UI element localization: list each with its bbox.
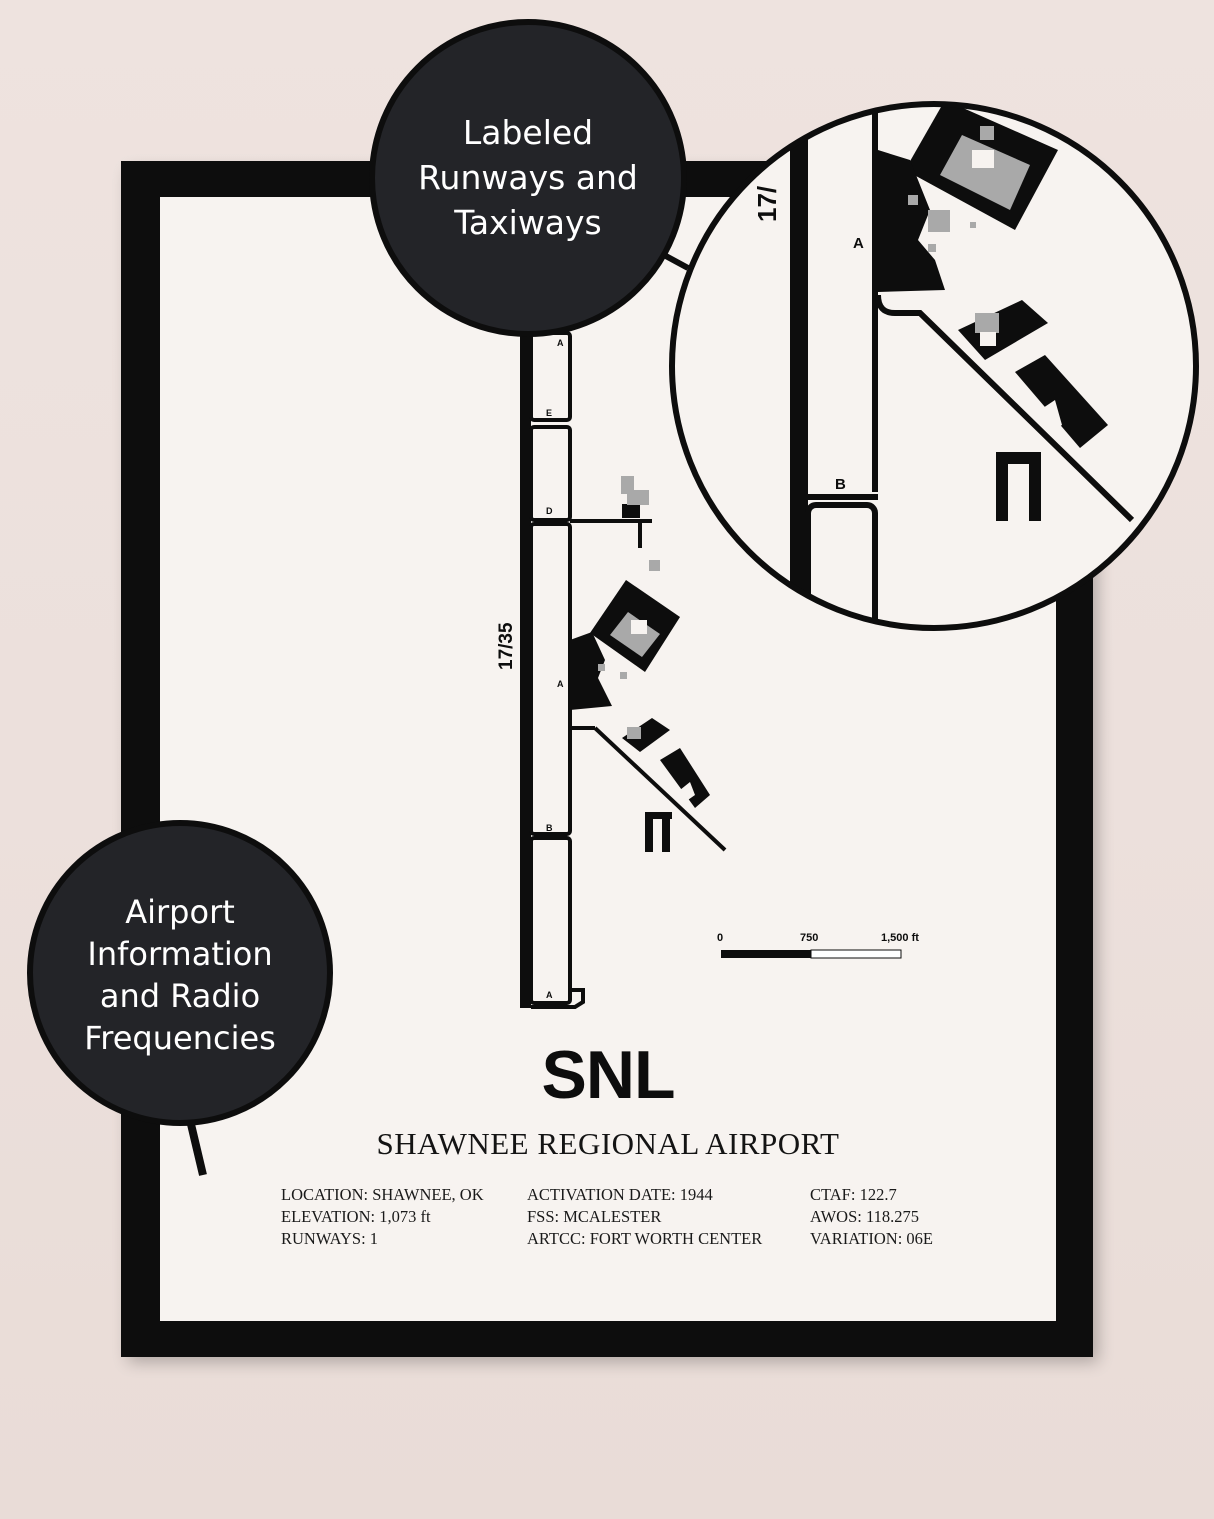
callout-runways-text: Labeled Runways and Taxiways bbox=[378, 90, 678, 265]
taxiway-label-d: D bbox=[546, 506, 553, 516]
zoom-runway-label: 17/ bbox=[752, 186, 782, 222]
zoom-taxiway-label-a: A bbox=[853, 235, 864, 252]
info-artcc: ARTCC: FORT WORTH CENTER bbox=[527, 1229, 763, 1248]
scale-tick-0: 0 bbox=[717, 932, 723, 944]
callout-info-line-3: and Radio bbox=[99, 977, 261, 1015]
callout-info-line-1: Airport bbox=[125, 893, 235, 931]
info-runways: RUNWAYS: 1 bbox=[281, 1229, 379, 1248]
taxiway-label-e: E bbox=[546, 408, 552, 418]
airport-diagram: 17/35 A E D A B A bbox=[496, 330, 727, 1009]
info-elevation: ELEVATION: 1,073 ft bbox=[281, 1207, 431, 1226]
callout-bubble-runways bbox=[369, 19, 687, 337]
info-column-location: LOCATION: SHAWNEE, OK ELEVATION: 1,073 f… bbox=[281, 1184, 484, 1250]
callout-info-line-2: Information bbox=[87, 935, 273, 973]
airport-code: SNL bbox=[541, 1037, 676, 1113]
info-column-history: ACTIVATION DATE: 1944 FSS: MCALESTER ART… bbox=[527, 1184, 762, 1250]
info-activation-date: ACTIVATION DATE: 1944 bbox=[527, 1185, 713, 1204]
zoom-taxiway-label-b: B bbox=[835, 476, 846, 493]
taxiway-label-b: B bbox=[546, 823, 553, 833]
callout-runways-line-1: Labeled bbox=[462, 113, 594, 152]
runway-17-35 bbox=[520, 330, 531, 1008]
callout-runways-line-2: Runways and bbox=[418, 158, 638, 197]
info-column-radio: CTAF: 122.7 AWOS: 118.275 VARIATION: 06E bbox=[810, 1184, 933, 1250]
info-location: LOCATION: SHAWNEE, OK bbox=[281, 1185, 484, 1204]
scale-bar: 0 750 1,500 ft bbox=[717, 932, 919, 959]
info-fss: FSS: MCALESTER bbox=[527, 1207, 662, 1226]
callout-bubble-info bbox=[27, 820, 333, 1126]
callout-info-line-4: Frequencies bbox=[84, 1019, 276, 1057]
taxiway-label-a-south: A bbox=[546, 990, 553, 1000]
airport-name: SHAWNEE REGIONAL AIRPORT bbox=[376, 1126, 840, 1161]
runway-label: 17/35 bbox=[496, 622, 517, 670]
zoom-magnifier: 17/ A B bbox=[669, 101, 1199, 631]
scale-tick-750: 750 bbox=[800, 932, 818, 944]
callout-info-text: Airport Information and Radio Frequencie… bbox=[32, 860, 328, 1090]
taxiway-label-a-north: A bbox=[557, 338, 564, 348]
scale-tick-1500: 1,500 ft bbox=[881, 932, 919, 944]
info-ctaf: CTAF: 122.7 bbox=[810, 1185, 897, 1204]
callout-runways-line-3: Taxiways bbox=[454, 203, 602, 242]
taxiway-label-a-mid: A bbox=[557, 679, 564, 689]
info-variation: VARIATION: 06E bbox=[810, 1229, 933, 1248]
info-awos: AWOS: 118.275 bbox=[810, 1207, 919, 1226]
